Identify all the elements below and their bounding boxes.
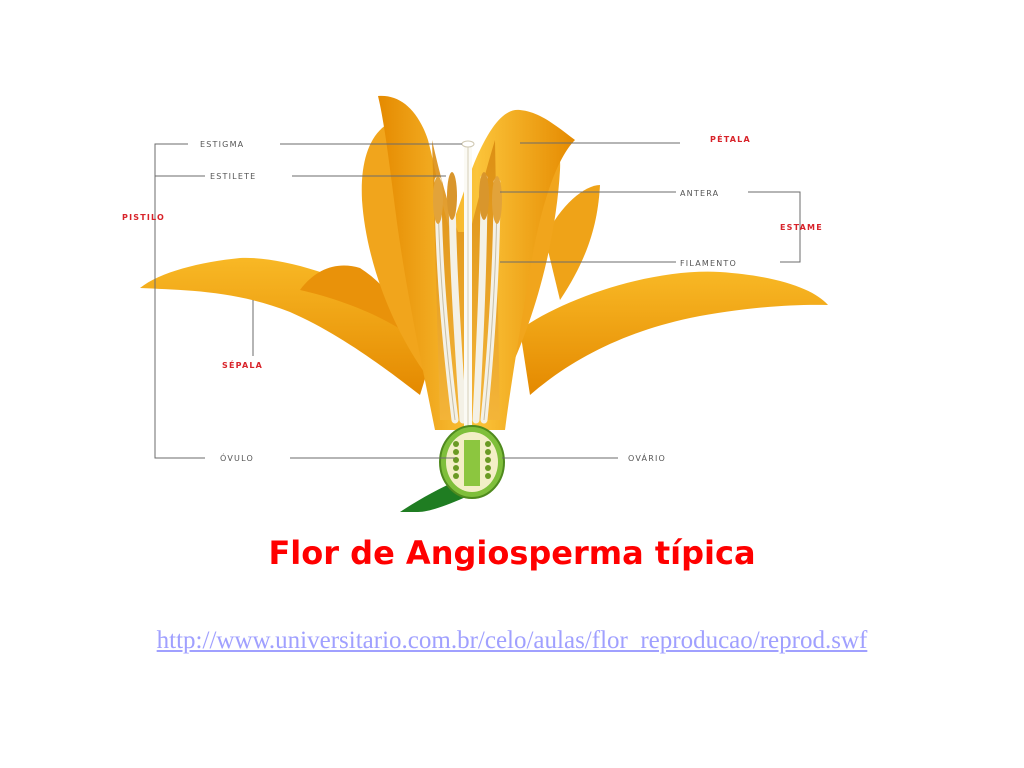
flower-anatomy-diagram: ESTIGMA ESTILETE PISTILO SÉPALA ÓVULO PÉ…	[122, 95, 828, 512]
label-filamento: FILAMENTO	[680, 259, 737, 268]
slide-title: Flor de Angiosperma típica	[268, 534, 756, 572]
label-petala: PÉTALA	[710, 133, 751, 144]
right-sepal-fold	[545, 185, 600, 300]
source-link[interactable]: http://www.universitario.com.br/celo/aul…	[156, 627, 868, 654]
label-pistilo: PISTILO	[122, 213, 165, 222]
label-ovario: OVÁRIO	[628, 452, 666, 463]
stamens	[433, 172, 502, 424]
label-estigma: ESTIGMA	[200, 140, 244, 149]
label-estame: ESTAME	[780, 223, 823, 232]
label-estilete: ESTILETE	[210, 172, 256, 181]
ovary	[439, 425, 505, 499]
label-ovulo: ÓVULO	[220, 452, 254, 463]
right-sepal	[520, 271, 828, 395]
label-antera: ANTERA	[680, 189, 719, 198]
label-sepala: SÉPALA	[222, 359, 263, 370]
pistil	[461, 140, 475, 432]
left-sepal-fold	[300, 265, 415, 340]
leader-lines	[154, 142, 801, 459]
